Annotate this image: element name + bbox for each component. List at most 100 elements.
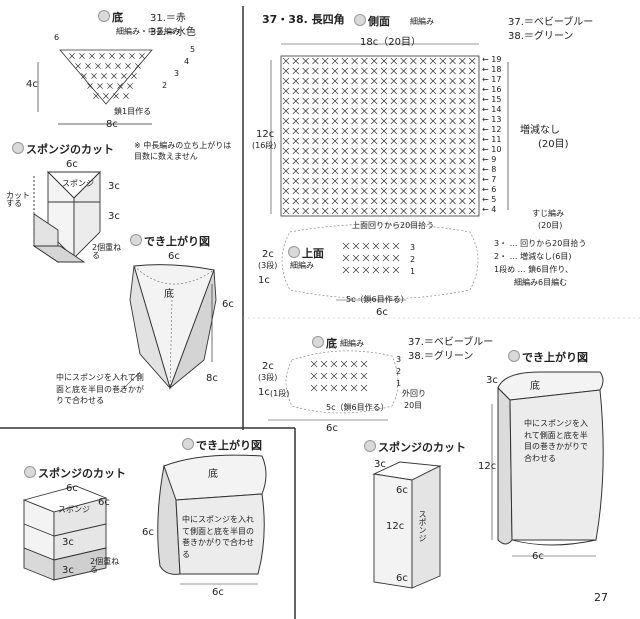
sponge-cut-title-tall: スポンジのカット <box>364 440 466 453</box>
row-guide-3: 1段め … 鎖6目作り、 <box>494 265 573 274</box>
middle-bottom-chart <box>268 350 399 421</box>
title-marker-icon <box>130 234 142 246</box>
finished-title-cube: でき上がり図 <box>182 438 262 451</box>
title-marker-icon <box>508 350 520 362</box>
finished-title-box: でき上がり図 <box>508 350 588 363</box>
sponge-cut-title-1: スポンジのカット <box>12 142 114 155</box>
color-31: 31.＝赤 <box>150 13 186 24</box>
side-row-number: ← 16 <box>482 85 502 94</box>
title-marker-icon <box>24 466 36 478</box>
mid-row1-rows: (1段) <box>270 389 290 398</box>
mid-pickup-count: 20目 <box>404 401 423 410</box>
color-37: 37.＝ベビーブルー <box>508 17 594 28</box>
two-stack-1: 2個重ねる <box>92 243 122 260</box>
mid-width: 6c <box>326 423 338 434</box>
sponge-1-6c: 6c <box>66 159 78 170</box>
cube-6c-bottom: 6c <box>212 587 224 598</box>
shape-title: 37・38. 長四角 <box>262 13 345 26</box>
side-row-number: ← 7 <box>482 175 497 184</box>
side-row-number: ← 14 <box>482 105 502 114</box>
mid-bottom-stitch: 細編み <box>340 339 364 348</box>
side-stitch: 細編み <box>410 17 434 26</box>
triangle-bottom-title: 底 <box>98 10 123 23</box>
color-38: 38.＝グリーン <box>508 31 574 42</box>
title-marker-icon <box>288 246 300 258</box>
side-row-number: ← 19 <box>482 55 502 64</box>
title-marker-icon <box>98 10 110 22</box>
box-3c: 3c <box>486 375 498 386</box>
side-row-number: ← 15 <box>482 95 502 104</box>
mid-row1: 1c <box>258 387 270 398</box>
side-grid <box>270 43 509 217</box>
finished-1-6c: 6c <box>168 251 180 262</box>
finished-1-8c: 8c <box>206 373 218 384</box>
tall-12c: 12c <box>386 521 405 532</box>
finished-1-6c-side: 6c <box>222 299 234 310</box>
sponge-1-text: スポンジ <box>62 179 94 188</box>
top-row-1: 1 <box>410 267 416 276</box>
row-6: 6 <box>54 33 60 42</box>
top-row-3: 3 <box>410 243 416 252</box>
triangle-finished-drawing <box>119 264 217 393</box>
mid-row-3: 3 <box>396 355 402 364</box>
stitch-note: ※ 中長編みの立ち上がりは目数に数えません <box>134 141 232 162</box>
row-guide-1: 3・ … 回りから20目拾う <box>494 239 587 248</box>
top-chart <box>281 223 479 301</box>
triangle-chart <box>37 49 153 125</box>
side-row-number: ← 10 <box>482 145 502 154</box>
top-title: 上面 <box>288 246 324 259</box>
triangle-height: 4c <box>26 79 38 90</box>
square-sponge-drawing <box>22 485 108 581</box>
sponge-2-3c-b: 3c <box>62 565 74 576</box>
side-row-number: ← 9 <box>482 155 497 164</box>
side-height-rows: (16段) <box>252 141 277 150</box>
tall-6c-bottom: 6c <box>396 573 408 584</box>
mid-chain: 5c（鎖6目作る） <box>326 403 389 412</box>
triangle-width: 8c <box>106 119 118 130</box>
cube-finished-drawing <box>157 454 267 585</box>
two-stack-2: 2個重ねる <box>90 557 120 574</box>
top-row-2: 2 <box>410 255 416 264</box>
tall-sponge-text: スポンジ <box>418 510 427 542</box>
sponge-1-3c-b: 3c <box>108 211 120 222</box>
side-row-number: ← 11 <box>482 135 502 144</box>
sponge-2-6c: 6c <box>66 483 78 494</box>
box-finished-drawing <box>491 371 604 557</box>
top-pickup: 上面回りから20目拾う <box>352 221 435 230</box>
finished-title-1: でき上がり図 <box>130 234 210 247</box>
box-note: 中にスポンジを入れて側面と底を半目の巻きかがりで合わせる <box>524 419 588 463</box>
top-chain: 5c（鎖6目作る） <box>346 295 409 304</box>
mid-color-37: 37.＝ベビーブルー <box>408 337 494 348</box>
mid-row-2: 2 <box>396 367 402 376</box>
mid-bottom-title: 底 <box>312 336 337 349</box>
box-body: 底 <box>530 381 540 392</box>
side-title: 側面 <box>354 14 390 27</box>
side-row-number: ← 18 <box>482 65 502 74</box>
cube-note: 中にスポンジを入れて側面と底を半目の巻きかがりで合わせる <box>182 515 254 559</box>
title-marker-icon <box>354 14 366 26</box>
sponge-2-3c-a: 3c <box>62 537 74 548</box>
chain-note: 鎖1目作る <box>114 107 152 116</box>
sponge-2-6c-side: 6c <box>98 497 110 508</box>
side-width: 18c（20目） <box>360 37 421 48</box>
finished-1-note: 中にスポンジを入れて側面と底を半目の巻きかがりで合わせる <box>56 373 144 406</box>
row-guide-4: 細編み6目編む <box>514 278 568 287</box>
no-change-count: (20目) <box>538 139 569 150</box>
side-row-number: ← 17 <box>482 75 502 84</box>
mid-color-38: 38.＝グリーン <box>408 351 474 362</box>
title-marker-icon <box>312 336 324 348</box>
row-guide-2: 2・ … 増減なし(6目) <box>494 252 572 261</box>
cut-label: カットする <box>6 191 30 208</box>
row-2: 2 <box>162 81 168 90</box>
title-marker-icon <box>182 438 194 450</box>
row-5: 5 <box>190 45 196 54</box>
cube-body: 底 <box>208 469 218 480</box>
mid-height: 2c <box>262 361 274 372</box>
back-loop-count: (20目) <box>538 221 563 230</box>
tall-6c-top: 6c <box>396 485 408 496</box>
side-row-number: ← 6 <box>482 185 497 194</box>
no-change: 増減なし <box>520 125 560 136</box>
sponge-2-text: スポンジ <box>58 505 90 514</box>
side-row-number: ← 5 <box>482 195 497 204</box>
